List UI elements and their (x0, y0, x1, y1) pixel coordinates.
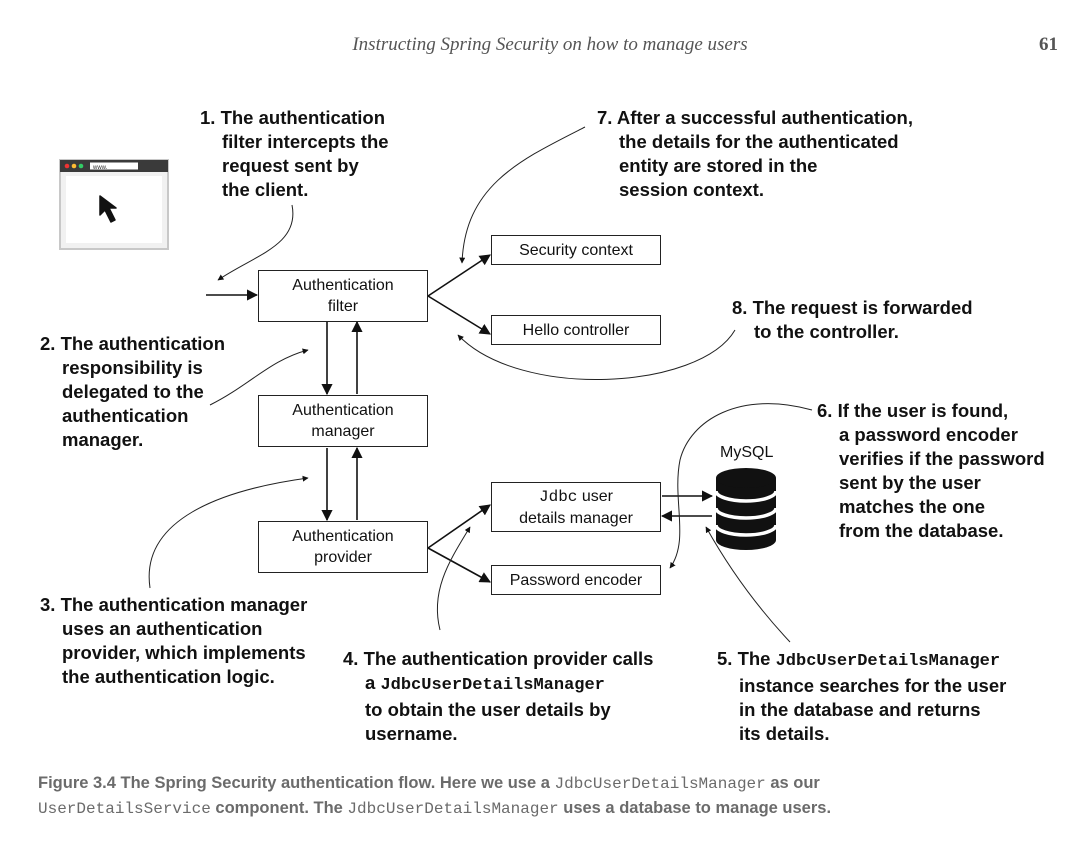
filter-to-controller-arrow (427, 295, 491, 335)
note3-pointer (148, 475, 309, 589)
note1-pointer (217, 204, 294, 281)
note-1: 1. The authentication filter intercepts … (200, 107, 389, 200)
authentication-manager-box: Authentication manager (258, 395, 428, 447)
note8-pointer (457, 329, 736, 381)
browser-url: www. (92, 165, 108, 171)
note4-pointer (436, 526, 471, 631)
authentication-provider-box: Authentication provider (258, 521, 428, 573)
note-5: 5. The JdbcUserDetailsManager instance s… (717, 648, 1007, 744)
provider-to-jdbc-arrow (427, 504, 491, 549)
running-header: Instructing Spring Security on how to ma… (352, 34, 748, 55)
note-4: 4. The authentication provider calls a J… (343, 648, 654, 744)
cursor-arrow-icon (99, 195, 117, 223)
figure-caption: Figure 3.4 The Spring Security authentic… (38, 774, 832, 818)
note7-pointer (459, 126, 586, 264)
note2-pointer (209, 348, 309, 406)
authentication-filter-box: Authentication filter (258, 270, 428, 322)
password-encoder-box: Password encoder (491, 565, 661, 595)
filter-to-context-arrow (427, 254, 491, 297)
note-7: 7. After a successful authentication, th… (597, 107, 913, 200)
note6-pointer (669, 403, 813, 569)
note-8: 8. The request is forwarded to the contr… (732, 297, 973, 342)
note5-pointer (705, 526, 791, 643)
database-icon (714, 468, 778, 550)
provider-to-encoder-arrow (427, 547, 491, 583)
browser-window-icon: www. (59, 159, 169, 250)
jdbc-user-details-manager-box: Jdbc user details manager (491, 482, 661, 532)
hello-controller-box: Hello controller (491, 315, 661, 345)
note-3: 3. The authentication manager uses an au… (40, 594, 308, 687)
page-number: 61 (1039, 34, 1058, 55)
note-6: 6. If the user is found, a password enco… (817, 400, 1045, 541)
security-context-box: Security context (491, 235, 661, 265)
database-label: MySQL (720, 444, 774, 461)
note-2: 2. The authentication responsibility is … (40, 333, 226, 450)
